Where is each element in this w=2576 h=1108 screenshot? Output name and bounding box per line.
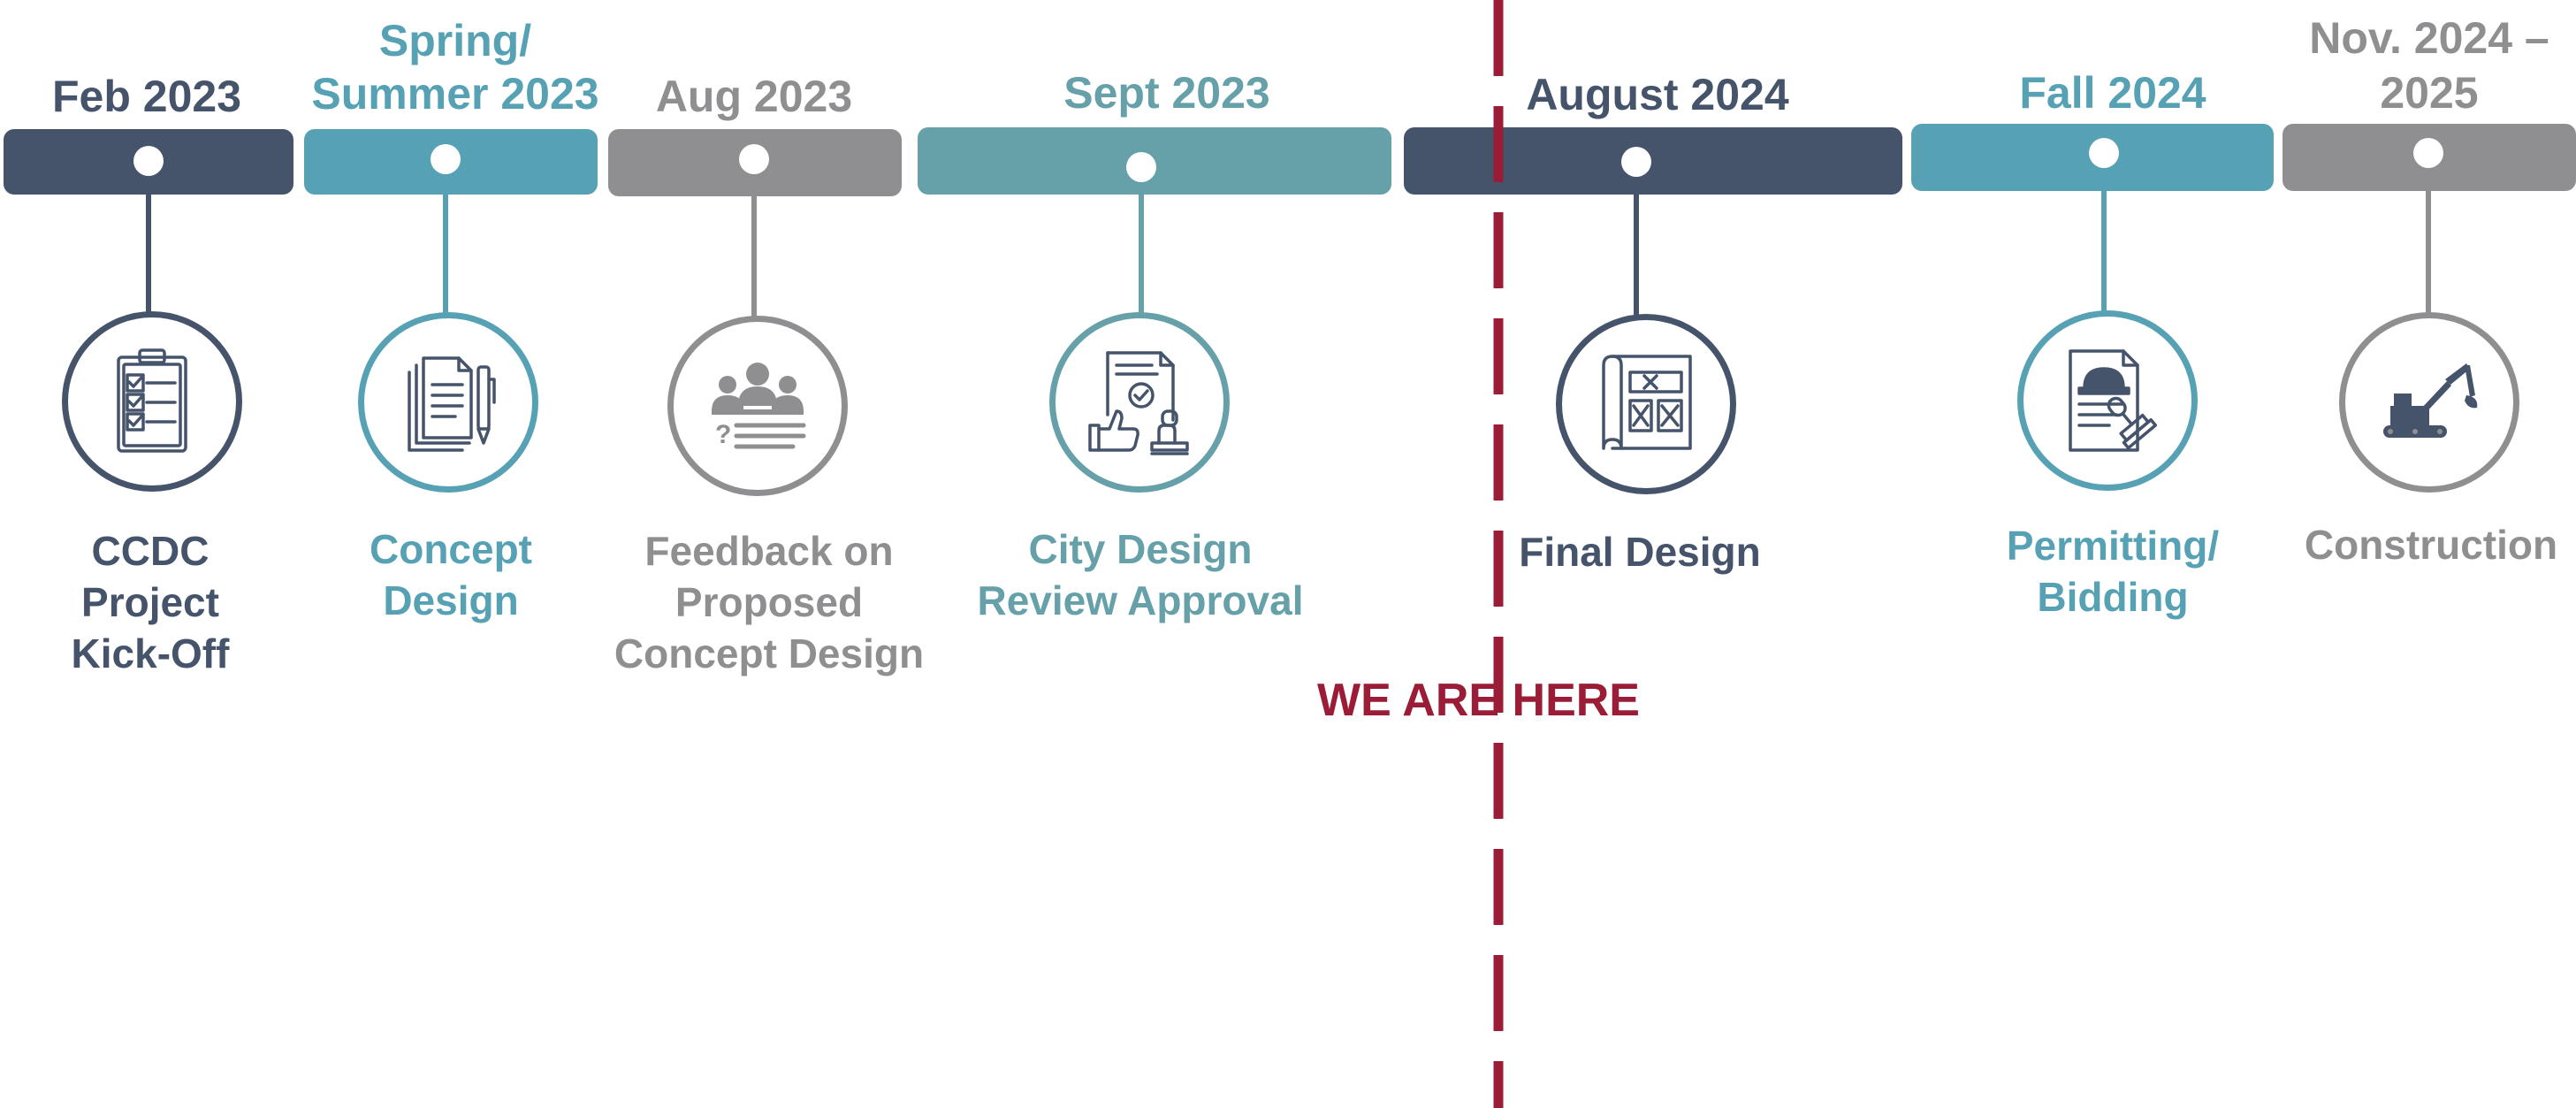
milestone-label-3: Feedback on Proposed Concept Design (614, 528, 925, 676)
timeline-stem-2 (443, 193, 448, 315)
audience-feedback-icon: ? (712, 363, 806, 449)
timeline-dot-5 (1621, 147, 1651, 177)
timeline-bar-5 (1404, 127, 1902, 195)
timeline-dot-7 (2413, 138, 2443, 168)
timeline-stem-5 (1634, 193, 1639, 315)
milestone-date-3: Aug 2023 (655, 72, 853, 121)
milestone-date-7-text: Nov. 2024 – 2025 (2309, 13, 2549, 118)
milestone-date-2-text: Spring/ Summer 2023 (311, 16, 599, 118)
blueprint-icon (1602, 355, 1692, 450)
milestone-icon-circle-5 (1556, 314, 1736, 494)
milestone-icon-circle-1 (62, 311, 242, 492)
we-are-here-label: WE ARE HERE (1317, 675, 1640, 726)
milestone-label-1: CCDC Project Kick-Off (71, 528, 230, 676)
milestone-icon-circle-2 (358, 312, 538, 493)
current-position-dashed-line (1493, 0, 1504, 1108)
excavator-icon (2383, 363, 2478, 438)
milestone-date-7: Nov. 2024 – 2025 (2288, 11, 2571, 120)
timeline-stem-3 (751, 195, 757, 318)
milestone-icon-circle-4 (1049, 312, 1230, 493)
timeline-stem-4 (1139, 193, 1144, 313)
timeline-dot-2 (431, 144, 461, 174)
milestone-date-4: Sept 2023 (1063, 68, 1270, 118)
approval-document-stamp-icon (1088, 351, 1189, 455)
documents-pen-icon (408, 356, 496, 452)
timeline-stem-6 (2101, 189, 2107, 313)
clipboard-checklist-icon (117, 348, 187, 453)
timeline-stem-7 (2426, 189, 2431, 315)
milestone-date-1: Feb 2023 (51, 72, 241, 121)
milestone-label-7: Construction (2304, 522, 2558, 568)
timeline-dot-6 (2089, 138, 2119, 168)
milestone-label-5: Final Design (1519, 529, 1761, 575)
milestone-label-2: Concept Design (370, 526, 532, 623)
milestone-date-5: August 2024 (1526, 70, 1789, 119)
svg-text:?: ? (715, 420, 731, 449)
timeline-stem-1 (146, 193, 151, 315)
milestone-label-6: Permitting/ Bidding (2006, 523, 2220, 620)
permit-hardhat-stamp-icon (2069, 349, 2158, 452)
milestone-label-4: City Design Review Approval (977, 526, 1304, 623)
milestone-icon-circle-7 (2339, 312, 2519, 493)
milestone-date-6: Fall 2024 (2019, 68, 2206, 118)
milestone-icon-circle-6 (2017, 310, 2198, 491)
timeline-dot-1 (133, 146, 164, 176)
milestone-icon-circle-3: ? (667, 316, 848, 496)
timeline-dot-4 (1126, 152, 1156, 182)
timeline-dot-3 (739, 144, 769, 174)
milestone-date-2: Spring/ Summer 2023 (292, 14, 619, 120)
